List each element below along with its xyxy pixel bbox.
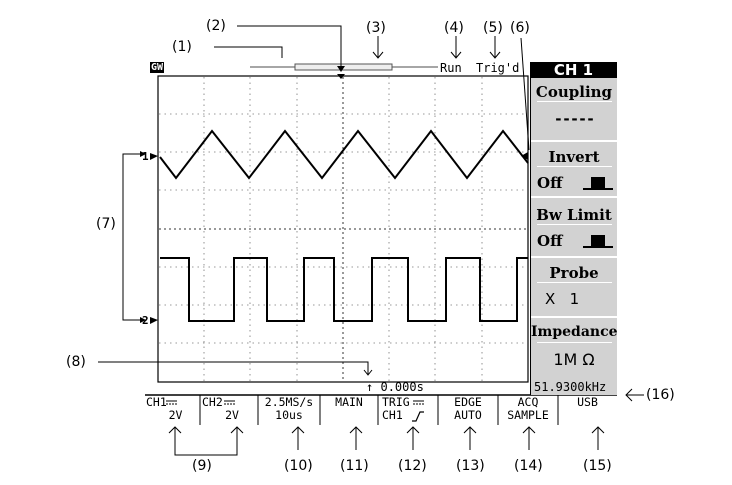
coupling-value[interactable]: ----- [553,110,595,128]
acq-label: ACQ [517,395,539,409]
toggle-off-icon [583,235,613,248]
invert-value[interactable]: Off [537,174,563,192]
ch2-label: CH2 [202,395,223,409]
callout-10: (10) [284,458,313,474]
ch2-marker-arrow [150,317,158,324]
impedance-value[interactable]: 1M Ω [553,350,595,369]
ch1-marker-label: 1 [142,150,149,163]
callout-2: (2) [206,18,226,34]
menu-title: CH 1 [530,62,617,78]
ch2-volts: 2V [225,408,239,422]
callout-9: (9) [192,458,212,474]
acquisition-indicator[interactable]: ACQ SAMPLE [498,396,558,426]
trigger-source-indicator[interactable]: TRIG CH1 [378,396,438,426]
acq-mode: SAMPLE [507,408,549,422]
ch2-scale-indicator[interactable]: CH2 2V [200,396,258,426]
ch2-marker-label: 2 [142,314,149,327]
main-indicator[interactable]: MAIN [320,396,378,426]
impedance-label: Impedance [531,324,618,340]
ch1-volts: 2V [168,408,183,422]
time-per-div: 10us [275,408,303,422]
callout-13: (13) [456,458,485,474]
invert-label: Invert [548,148,600,166]
main-label: MAIN [335,395,363,409]
frequency-readout: 51.9300kHz [534,380,607,394]
sample-rate: 2.5MS/s [264,395,314,409]
trig-source: CH1 [382,408,403,422]
callout-14: (14) [514,458,543,474]
ch1-marker-arrow [150,153,158,160]
trig-state: Trig'd [476,61,520,75]
trigger-level-marker [521,152,528,160]
callout-4: (4) [444,20,464,36]
callout-16: (16) [646,387,675,403]
ch1-label: CH1 [146,395,167,409]
side-menu: Coupling ----- Invert Off Bw Limit Off P… [530,78,618,395]
time-offset-value: 0.000s [380,380,424,394]
bwlimit-label: Bw Limit [536,206,612,224]
usb-indicator[interactable]: USB [558,396,617,426]
toggle-off-icon [583,177,613,190]
bwlimit-value[interactable]: Off [537,232,563,250]
callout-12: (12) [398,458,427,474]
run-state: Run [440,61,462,75]
ch1-scale-indicator[interactable]: CH1 2V [145,396,200,426]
callout-5: (5) [483,20,503,36]
callout-3: (3) [366,20,386,36]
ch1-triangle-waveform [159,129,529,180]
edge-label: EDGE [454,395,482,409]
time-offset-readout: ↑ 0.000s [366,381,424,394]
probe-value[interactable]: X 1 [545,290,580,308]
callout-11: (11) [340,458,369,474]
coupling-label: Coupling [535,83,613,101]
callout-7: (7) [96,216,116,232]
callout-8: (8) [66,354,86,370]
usb-label: USB [577,395,598,409]
trigger-mode: AUTO [454,408,482,422]
callout-6: (6) [510,20,530,36]
gw-logo: GW [150,62,165,73]
ch2-square-waveform [160,257,528,322]
trig-label: TRIG [382,395,410,409]
trigger-mode-indicator[interactable]: EDGE AUTO [438,396,498,426]
arrow-up-icon: ↑ [366,380,374,394]
callout-1: (1) [172,39,192,55]
timebase-indicator[interactable]: 2.5MS/s 10us [258,396,320,426]
probe-label: Probe [549,264,599,282]
graticule [159,77,527,381]
callout-15: (15) [583,458,612,474]
rising-edge-icon [412,411,424,422]
